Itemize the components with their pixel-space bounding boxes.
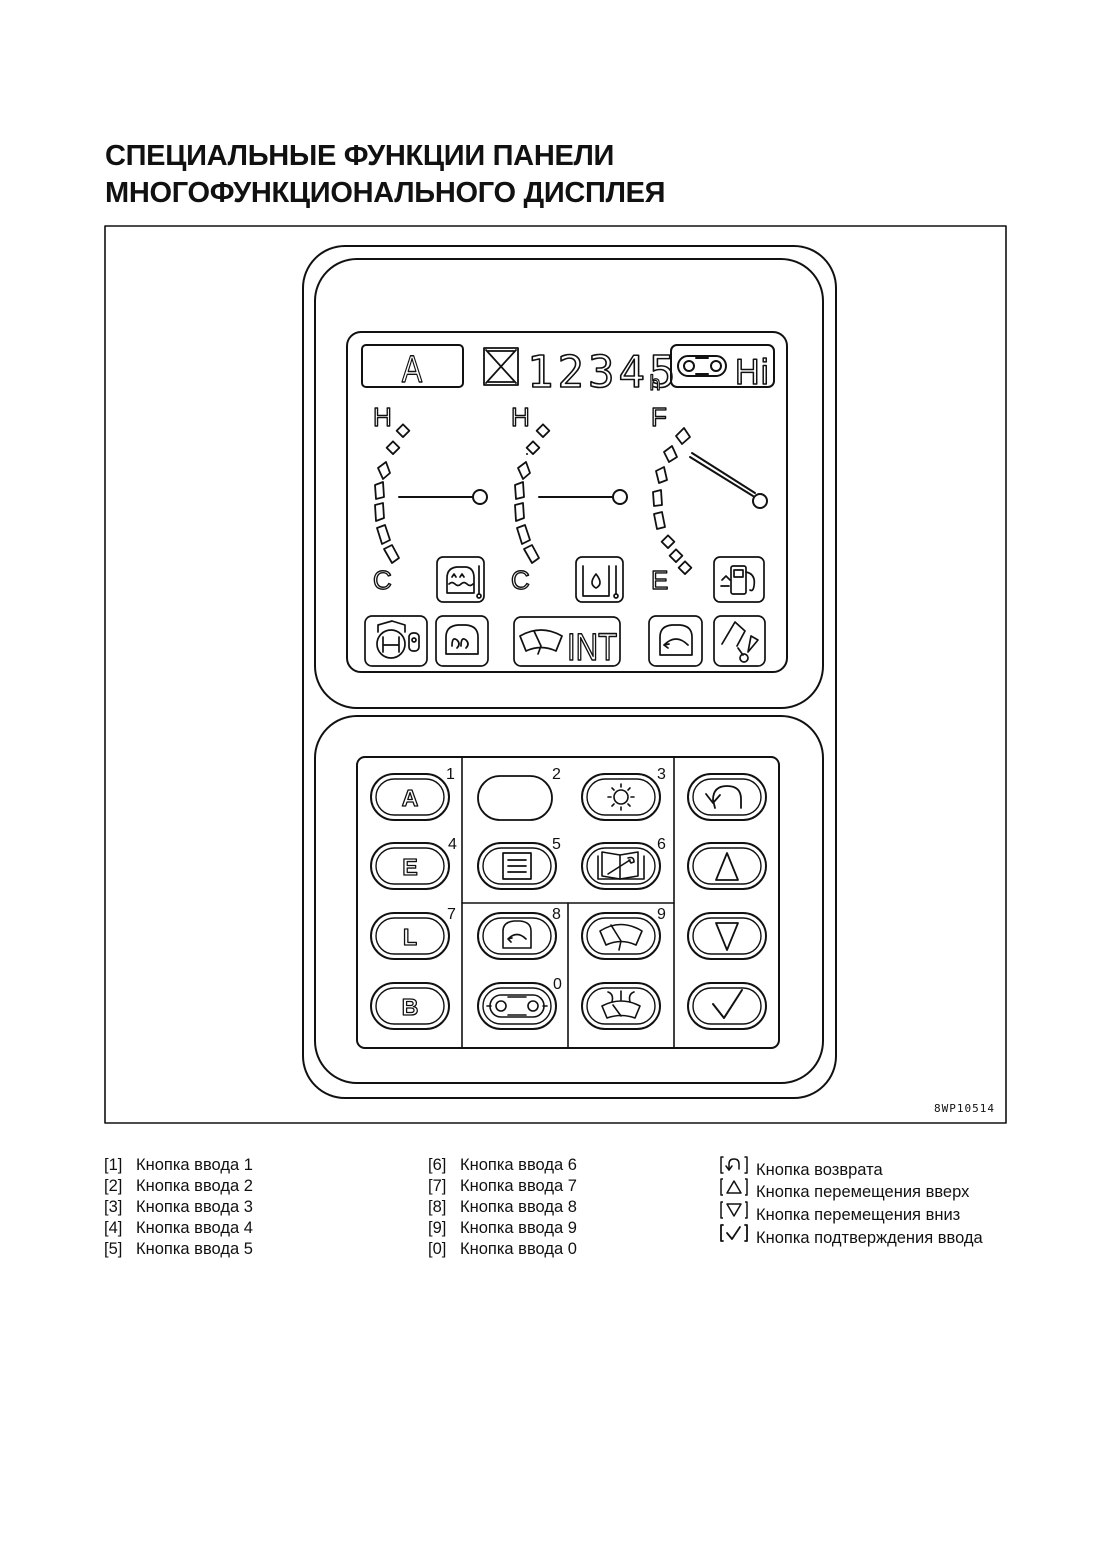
fuel-gauge-scale (652, 427, 693, 575)
maintenance-icon (597, 851, 645, 880)
wiper-mode-text: INT (567, 627, 617, 669)
coolant-temperature-gauge: H C (372, 401, 488, 603)
key-number-4: 4 (448, 836, 457, 853)
fuel-level-gauge: F E (650, 401, 768, 603)
key-number-2: 2 (552, 766, 561, 783)
key-8-button[interactable] (477, 912, 557, 960)
travel-speed-text: Hi (734, 353, 769, 393)
key-number-0: 0 (553, 976, 562, 993)
key-5-button[interactable] (477, 842, 557, 890)
key-number-5: 5 (552, 836, 561, 853)
travel-speed-icon (486, 994, 548, 1018)
coolant-gauge-scale (374, 423, 411, 564)
return-icon (705, 785, 742, 809)
device-outer-housing (302, 245, 837, 1099)
key-4-label: E (402, 854, 417, 880)
up-arrow-icon (715, 852, 739, 881)
travel-speed-indicator: Hi (670, 344, 775, 394)
power-max-icon (713, 615, 766, 667)
mode-indicator-text: A (402, 349, 422, 391)
wiper-int-icon: INT (513, 616, 621, 669)
fuel-gauge-top-label: F (651, 402, 667, 432)
hour-meter-value: 12345 (527, 347, 679, 398)
figure-code: 8WP10514 (934, 1102, 995, 1115)
key-b-button[interactable]: B (370, 982, 450, 1030)
key-4-button[interactable]: E (370, 842, 450, 890)
keypad: 1 2 3 4 5 6 7 8 9 0 A E L (356, 756, 780, 1049)
key-number-9: 9 (657, 906, 666, 923)
key-0-button[interactable] (477, 982, 557, 1030)
page-title: СПЕЦИАЛЬНЫЕ ФУНКЦИИ ПАНЕЛИ МНОГОФУНКЦИОН… (105, 138, 666, 212)
fuel-pump-icon (713, 556, 765, 603)
display-bezel (314, 258, 824, 709)
brightness-icon (607, 783, 635, 811)
key-1-label: A (402, 785, 419, 811)
down-button[interactable] (687, 912, 767, 960)
key-washer-button[interactable] (581, 982, 661, 1030)
return-button[interactable] (687, 773, 767, 821)
engine-lock-icon (364, 615, 428, 667)
menu-icon (502, 852, 532, 880)
hourglass-icon (483, 347, 519, 386)
key-7-button[interactable]: L (370, 912, 450, 960)
washer-icon (601, 990, 641, 1019)
figure-frame (104, 225, 1007, 1124)
check-icon (712, 989, 743, 1019)
page-title-line-2: МНОГОФУНКЦИОНАЛЬНОГО ДИСПЛЕЯ (105, 177, 666, 209)
coolant-gauge-bottom-label: C (373, 565, 392, 595)
down-arrow-icon (715, 922, 739, 951)
key-number-6: 6 (657, 836, 666, 853)
key-6-button[interactable] (581, 842, 661, 890)
oil-gauge-bottom-label: C (511, 565, 530, 595)
hydraulic-oil-temperature-icon (575, 556, 624, 603)
fuel-gauge-bottom-label: E (651, 565, 668, 595)
key-2-button[interactable] (477, 775, 553, 821)
keypad-bezel (314, 715, 824, 1084)
key-9-button[interactable] (581, 912, 661, 960)
page-title-line-1: СПЕЦИАЛЬНЫЕ ФУНКЦИИ ПАНЕЛИ (105, 140, 615, 172)
confirm-button[interactable] (687, 982, 767, 1030)
key-number-3: 3 (657, 766, 666, 783)
mode-indicator: A (361, 344, 464, 391)
lcd-screen: A 12345 h Hi H C (346, 331, 788, 673)
coolant-gauge-top-label: H (373, 402, 392, 432)
wiper-icon (599, 923, 643, 951)
swing-lock-icon (502, 920, 532, 949)
preheat-icon (435, 615, 489, 667)
key-3-button[interactable] (581, 773, 661, 821)
key-number-1: 1 (446, 766, 455, 783)
swing-lock-icon (648, 615, 703, 667)
key-b-label: B (402, 994, 419, 1020)
coolant-temperature-icon (436, 556, 485, 603)
oil-gauge-top-label: H (511, 402, 530, 432)
track-icon (677, 355, 727, 377)
key-number-7: 7 (447, 906, 456, 923)
key-7-label: L (403, 924, 417, 950)
key-number-8: 8 (552, 906, 561, 923)
up-button[interactable] (687, 842, 767, 890)
key-1-button[interactable]: A (370, 773, 450, 821)
hydraulic-oil-temperature-gauge: H C (510, 401, 628, 603)
oil-gauge-scale (514, 423, 551, 564)
hour-meter-unit: h (649, 371, 661, 395)
